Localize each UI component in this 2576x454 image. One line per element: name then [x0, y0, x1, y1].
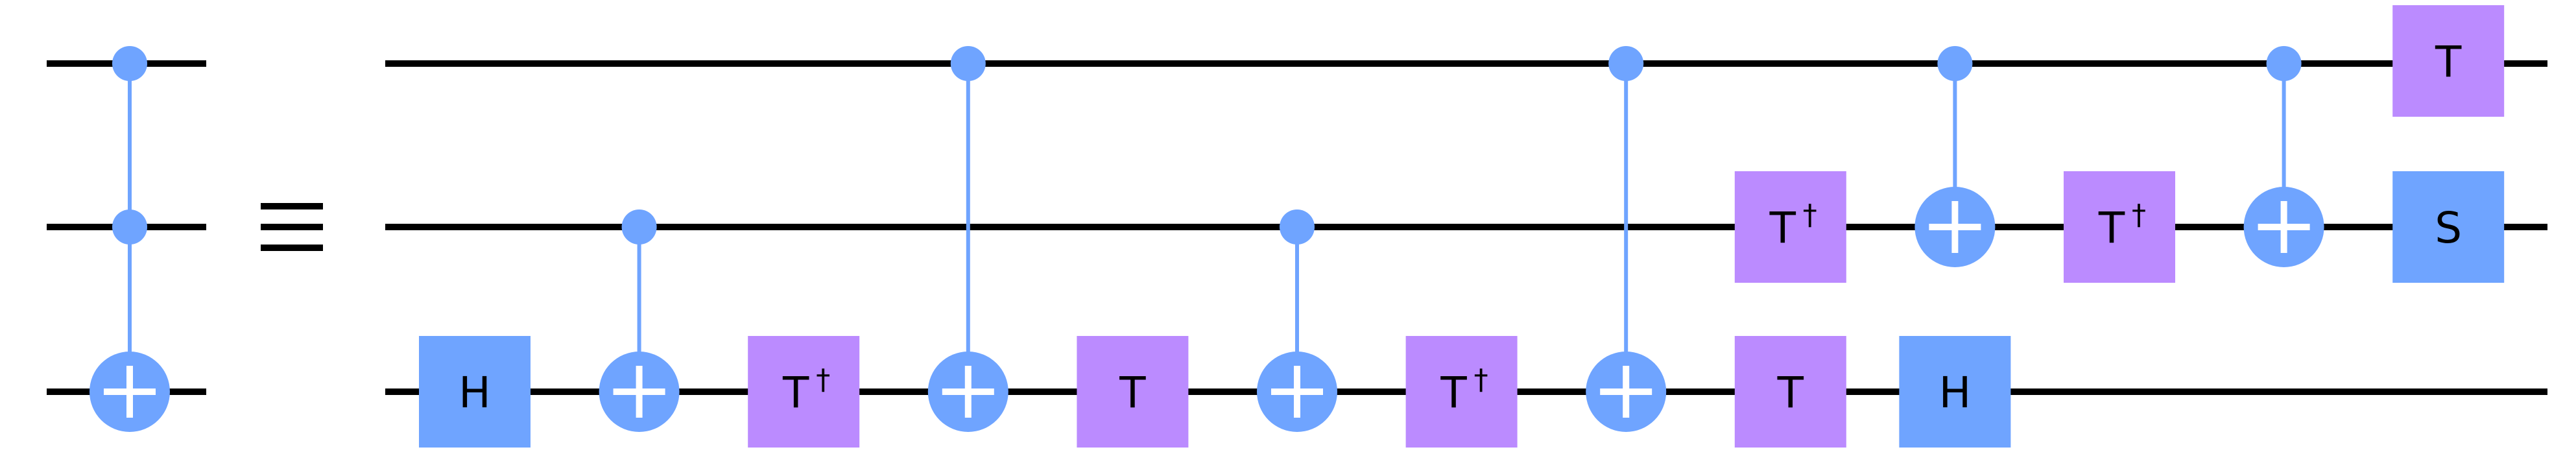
gate-label: T	[1777, 368, 1804, 418]
target-oplus	[599, 352, 680, 432]
gate-label-sup: †	[1474, 363, 1488, 396]
gate-label: T	[1769, 203, 1796, 253]
control-dot	[2266, 46, 2302, 81]
gate-t-dagger: T†	[1734, 171, 1846, 283]
gate-box	[2392, 5, 2505, 117]
control-dot	[621, 209, 657, 245]
gate-t-dagger: T†	[1405, 336, 1518, 448]
control-dot	[1937, 46, 1973, 81]
gate-box	[1405, 336, 1518, 448]
target-oplus	[89, 352, 170, 432]
gate-h: H	[419, 336, 531, 448]
control-dot	[112, 46, 147, 81]
toffoli-circuit	[47, 46, 206, 432]
gate-t-dagger: T†	[2064, 171, 2175, 283]
gate-box	[419, 336, 531, 448]
gate-label: S	[2435, 203, 2462, 253]
gate-box	[2392, 171, 2505, 283]
gate-label: T	[782, 368, 809, 418]
gate-label-sup: †	[816, 363, 830, 396]
gate-label: T	[2098, 203, 2125, 253]
gate-t-dagger: T†	[748, 336, 860, 448]
gate-label: T	[2435, 37, 2462, 87]
gate-label-sup: †	[2132, 198, 2146, 232]
control-dot	[950, 46, 986, 81]
gate-box	[1077, 336, 1189, 448]
target-oplus	[2243, 187, 2324, 267]
gate-box	[1899, 336, 2011, 448]
gate-t: T	[1734, 336, 1846, 448]
target-oplus	[1257, 352, 1337, 432]
control-dot	[112, 209, 147, 245]
gate-label: H	[1939, 368, 1972, 418]
gate-box	[1734, 171, 1846, 283]
target-oplus	[1586, 352, 1667, 432]
gate-t: T	[1077, 336, 1189, 448]
gate-label: T	[1440, 368, 1467, 418]
gate-box	[2064, 171, 2175, 283]
target-oplus	[927, 352, 1008, 432]
gate-label-sup: †	[1803, 198, 1817, 232]
gate-box	[748, 336, 860, 448]
equivalence-symbol: ≡	[261, 203, 323, 251]
gate-t: T	[2392, 5, 2505, 117]
target-oplus	[1914, 187, 1996, 267]
gate-box	[1734, 336, 1846, 448]
gate-label: H	[459, 368, 491, 418]
gate-h: H	[1899, 336, 2011, 448]
control-dot	[1608, 46, 1644, 81]
gate-s: S	[2392, 171, 2505, 283]
gate-label: T	[1119, 368, 1146, 418]
control-dot	[1280, 209, 1315, 245]
